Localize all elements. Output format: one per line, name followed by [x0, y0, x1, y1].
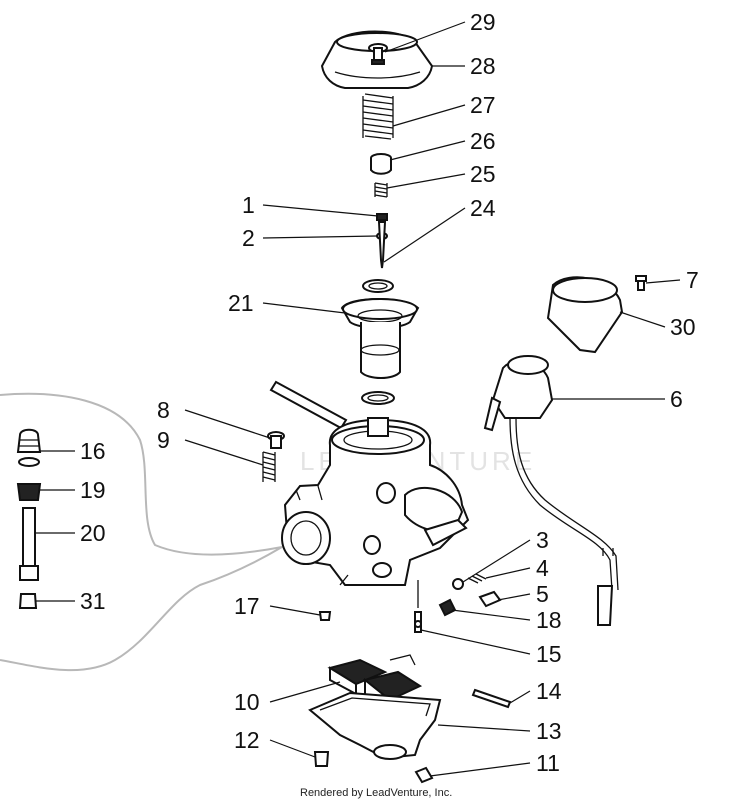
throttle-stop-spring[interactable]	[262, 451, 276, 482]
needle-holder[interactable]	[370, 153, 392, 175]
callout-3: 3	[536, 527, 549, 553]
callout-2: 2	[242, 225, 255, 251]
callout-9: 9	[157, 427, 170, 453]
o-ring-lower	[361, 391, 395, 405]
idle-screw[interactable]	[478, 590, 502, 608]
enrichener-plunger[interactable]	[19, 507, 39, 581]
callout-8: 8	[157, 397, 170, 423]
callout-29: 29	[470, 9, 496, 35]
callout-12: 12	[234, 727, 260, 753]
callout-7: 7	[686, 267, 699, 293]
callout-18: 18	[536, 607, 562, 633]
callout-26: 26	[470, 128, 496, 154]
float-bowl[interactable]	[308, 691, 442, 760]
jet-needle[interactable]	[377, 221, 387, 269]
callout-15: 15	[536, 641, 562, 667]
slide-spring[interactable]	[362, 93, 394, 140]
enrichener-nut[interactable]	[16, 483, 42, 501]
callout-6: 6	[670, 386, 683, 412]
choke-starter[interactable]	[483, 355, 619, 626]
enrichener-tip[interactable]	[18, 593, 38, 609]
render-credit: Rendered by LeadVenture, Inc.	[300, 787, 452, 799]
cover-screw[interactable]	[368, 43, 388, 65]
drain-screw[interactable]	[313, 751, 330, 767]
callout-31: 31	[80, 588, 106, 614]
vent-hose	[269, 380, 348, 430]
callout-17: 17	[234, 593, 260, 619]
callout-28: 28	[470, 53, 496, 79]
callout-27: 27	[470, 92, 496, 118]
callout-10: 10	[234, 689, 260, 715]
o-ring-upper	[362, 279, 394, 293]
detail-callout-outline	[0, 392, 283, 672]
enrichener-plunger-spring[interactable]	[16, 428, 42, 467]
needle-spring[interactable]	[374, 182, 388, 198]
float-pin[interactable]	[471, 688, 512, 709]
cover-screw-small[interactable]	[635, 275, 647, 291]
main-jet-assembly[interactable]	[414, 580, 422, 633]
callout-1: 1	[242, 192, 255, 218]
throttle-stop-screw[interactable]	[267, 431, 285, 449]
callout-4: 4	[536, 555, 549, 581]
diaphragm-slide[interactable]	[340, 298, 420, 379]
o-ring-small[interactable]	[452, 578, 464, 590]
leader-lines	[35, 21, 681, 777]
callout-5: 5	[536, 581, 549, 607]
callout-20: 20	[80, 520, 106, 546]
pilot-jet[interactable]	[318, 611, 332, 621]
carburetor-body[interactable]	[281, 417, 470, 586]
callout-11: 11	[536, 750, 560, 776]
bowl-screw[interactable]	[414, 766, 434, 784]
plug[interactable]	[438, 598, 457, 617]
starter-cover[interactable]	[546, 276, 624, 354]
callout-30: 30	[670, 314, 696, 340]
needle-clip[interactable]	[376, 213, 388, 221]
idle-spring[interactable]	[467, 573, 487, 584]
callout-25: 25	[470, 161, 496, 187]
callout-16: 16	[80, 438, 106, 464]
callout-21: 21	[228, 290, 254, 316]
callout-19: 19	[80, 477, 106, 503]
callout-14: 14	[536, 678, 562, 704]
callout-13: 13	[536, 718, 562, 744]
callout-24: 24	[470, 195, 496, 221]
